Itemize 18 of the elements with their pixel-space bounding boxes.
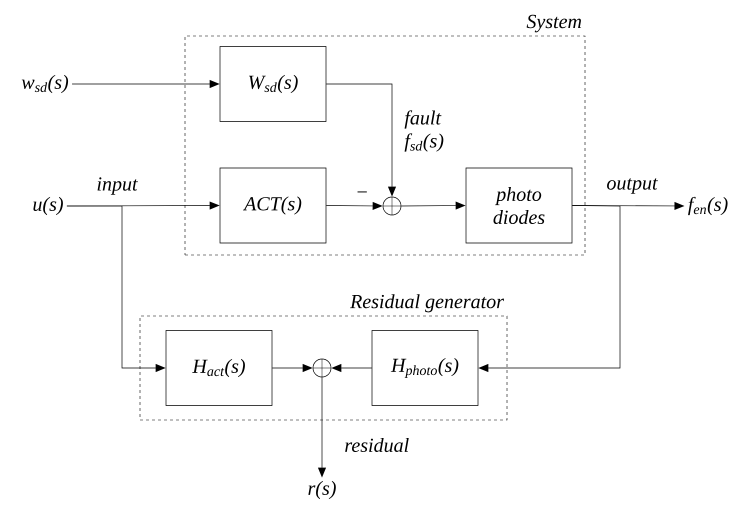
- block-box: photo diodes: [466, 168, 572, 244]
- node-label: Residual generator: [350, 294, 504, 312]
- block-box: W$_{sd}$(s): [220, 46, 326, 122]
- signal-label: r(s): [308, 480, 336, 500]
- signal-label: f$_{en}$(s): [688, 196, 728, 216]
- summing-junction: [312, 358, 332, 378]
- edge-label: fault f$_{sd}$(s): [404, 110, 444, 152]
- summing-junction: [382, 196, 402, 216]
- signal-label: u(s): [33, 196, 63, 216]
- node-label: System: [526, 14, 582, 32]
- edge-label: −: [358, 191, 367, 192]
- block-box: H$_{act}$(s): [166, 330, 272, 406]
- edge-label: input: [98, 177, 138, 195]
- edge-label: output: [607, 178, 658, 194]
- signal-label: w$_{sd}$(s): [22, 74, 68, 94]
- edge-label: residual: [345, 438, 409, 452]
- block-box: ACT(s): [220, 168, 326, 244]
- block-box: H$_{photo}$(s): [372, 330, 478, 406]
